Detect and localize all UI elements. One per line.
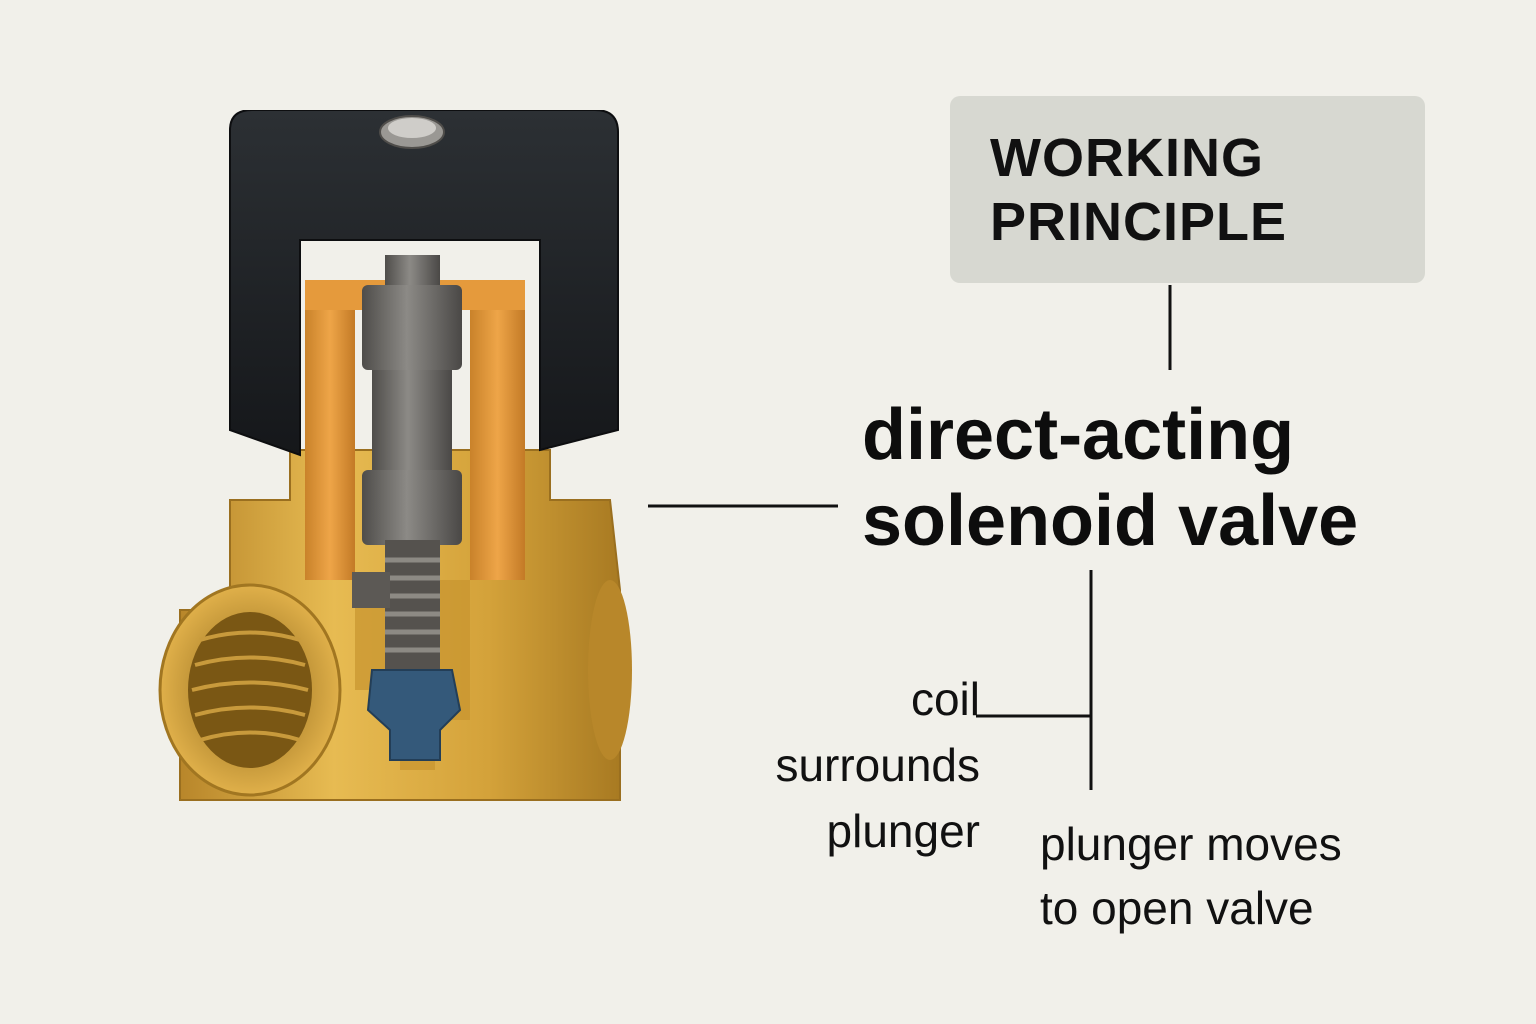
- title-line-1: WORKING: [990, 128, 1264, 188]
- plunger-callout-line-2: to open valve: [1040, 882, 1314, 934]
- valve-seal: [366, 669, 462, 761]
- solenoid-valve-illustration: [158, 110, 632, 801]
- main-label-line-1: direct-acting: [862, 395, 1295, 475]
- title-box: WORKING PRINCIPLE: [950, 96, 1425, 283]
- main-label-line-2: solenoid valve: [862, 481, 1359, 561]
- coil-callout-line-3: plunger: [826, 805, 980, 857]
- plunger-callout-line-1: plunger moves: [1040, 818, 1342, 870]
- plunger-callout: plunger moves to open valve: [1040, 812, 1480, 940]
- coil-callout-line-1: coil: [910, 673, 980, 725]
- plunger: [352, 255, 462, 680]
- coil-callout: coil surrounds plunger: [690, 666, 980, 864]
- main-label: direct-acting solenoid valve: [862, 392, 1462, 564]
- coil-callout-line-2: surrounds: [775, 739, 980, 791]
- title-line-2: PRINCIPLE: [990, 192, 1288, 252]
- coil-housing-cap: [229, 110, 619, 457]
